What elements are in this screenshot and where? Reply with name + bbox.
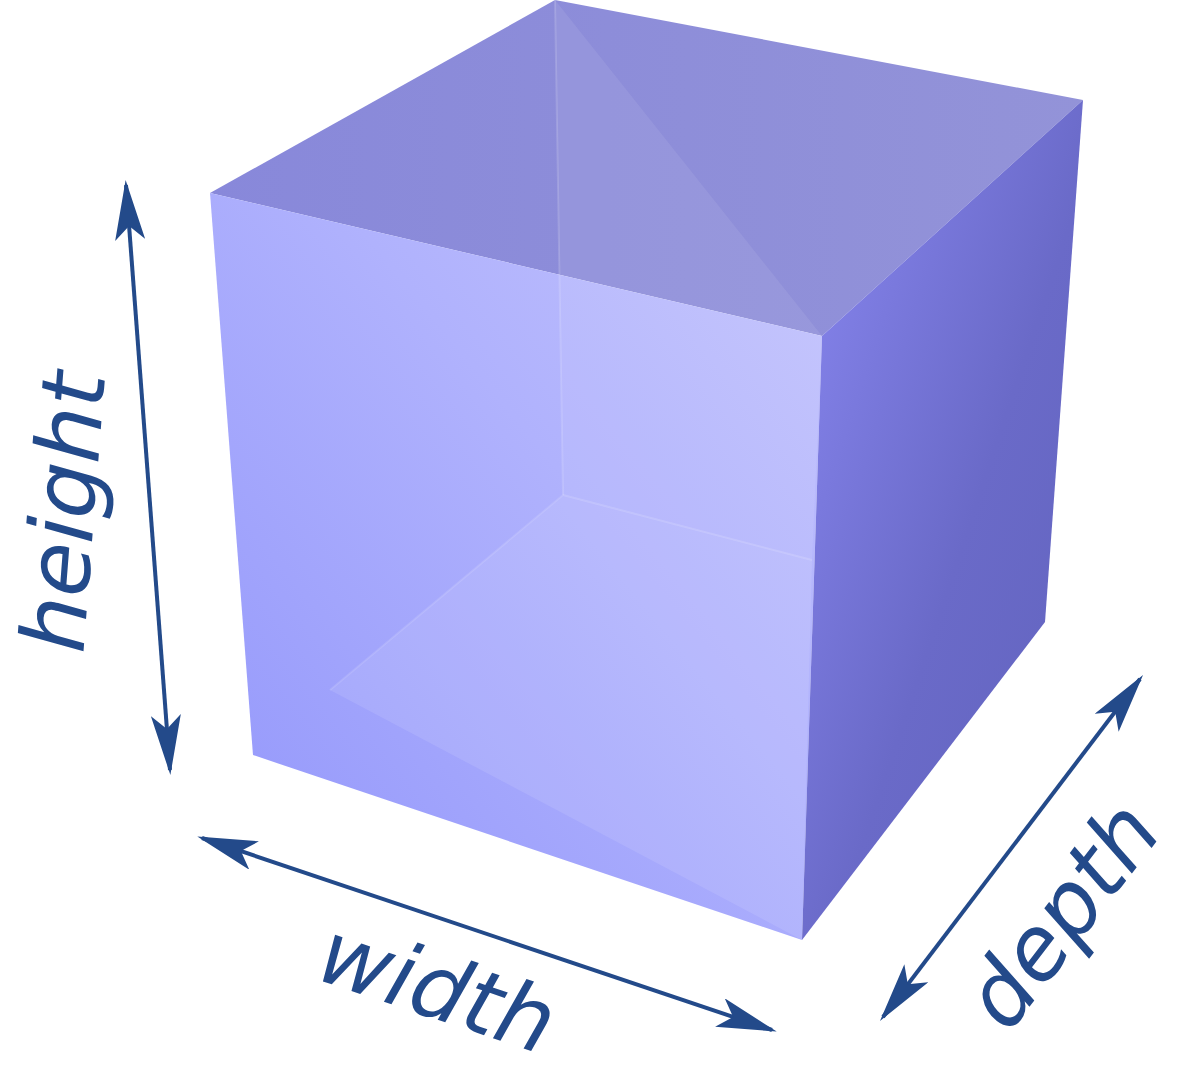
cube-bottom-face [330, 495, 812, 940]
cube-right-face [802, 100, 1083, 940]
depth-label: depth [949, 787, 1175, 1044]
height-arrow [126, 185, 170, 770]
cube [210, 0, 1083, 940]
height-label: height [9, 369, 119, 656]
cube-back-face [555, 0, 822, 560]
hidden-edge [563, 495, 812, 560]
hidden-edge [555, 0, 563, 495]
dimension-arrows [126, 185, 1140, 1030]
hidden-edge [330, 495, 563, 690]
width-label: width [308, 908, 566, 1068]
